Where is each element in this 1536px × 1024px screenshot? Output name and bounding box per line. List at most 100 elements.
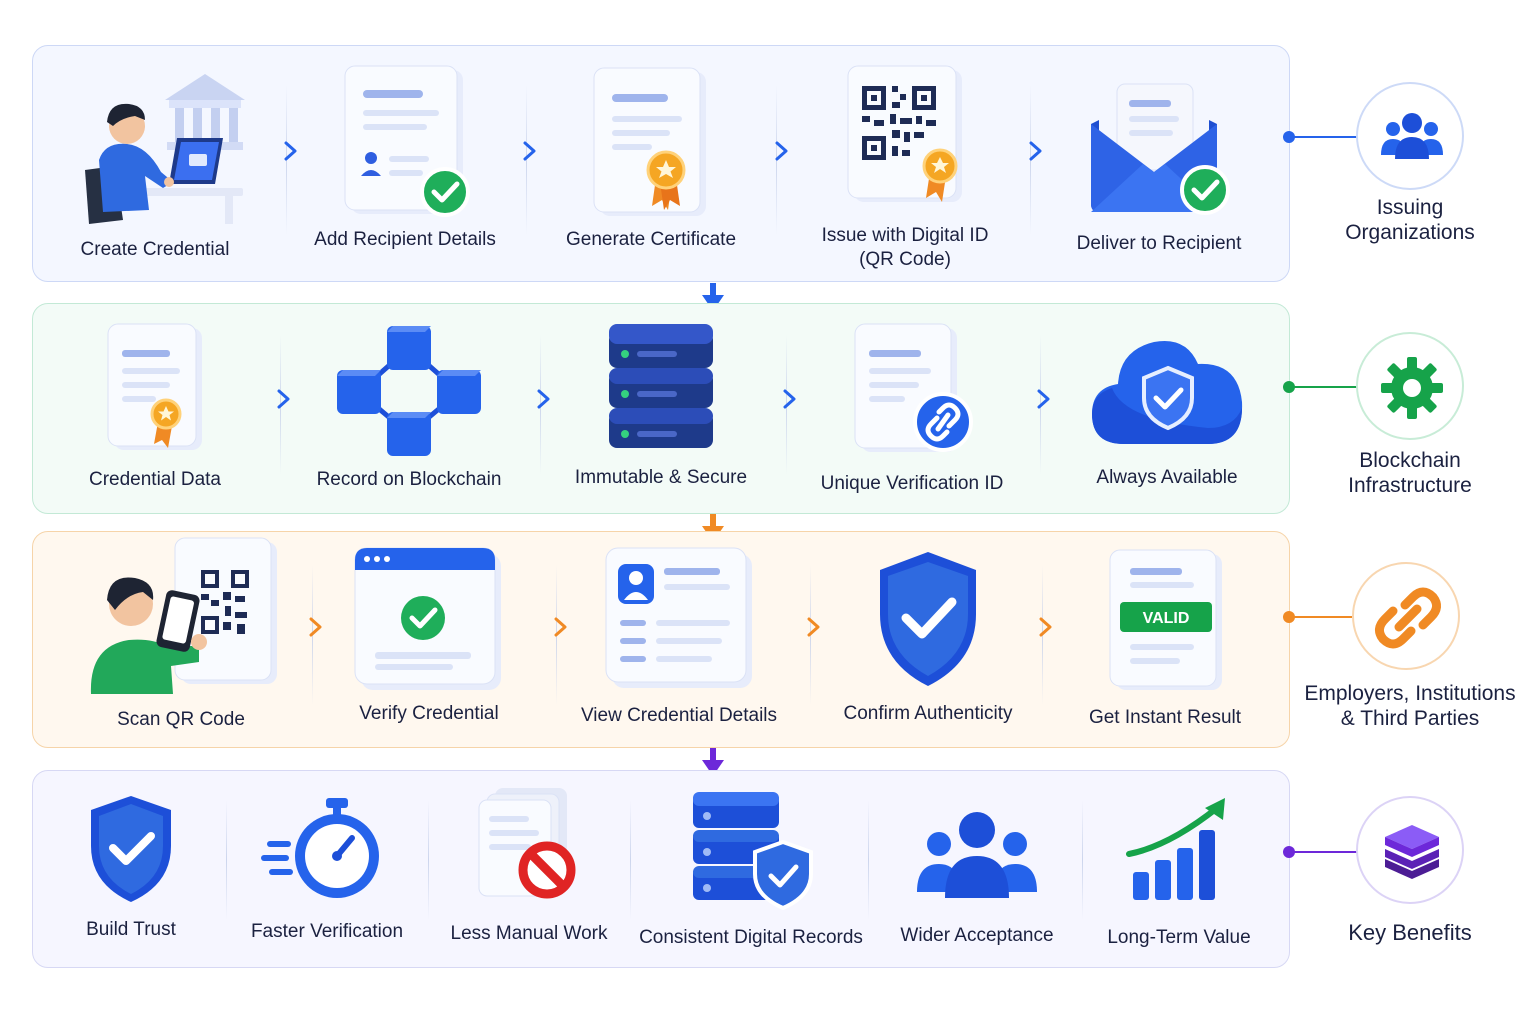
gear-icon [1381, 357, 1443, 419]
browser-check-icon [354, 547, 501, 690]
issuing-organizations-badge [1356, 82, 1464, 190]
connector-dot [1283, 131, 1295, 143]
benefit-label: Wider Acceptance [900, 925, 1054, 946]
valid-document-icon: VALID [1109, 549, 1222, 690]
benefits-row [32, 770, 1290, 968]
certificate-document-icon [107, 323, 202, 450]
step-issue-digital-id: Issue with Digital ID (QR Code) [790, 62, 1020, 272]
connector-line [1286, 136, 1358, 138]
benefit-build-trust: Build Trust [16, 792, 246, 942]
group-people-icon [1381, 113, 1443, 159]
step-label: Verify Credential [359, 703, 499, 724]
chevron-right-icon [284, 141, 297, 161]
divider [226, 800, 227, 920]
svg-text:VALID: VALID [1143, 610, 1190, 627]
benefit-label: Less Manual Work [450, 923, 608, 944]
key-benefits-badge [1356, 796, 1464, 904]
step-scan-qr-code: Scan QR Code [66, 534, 296, 732]
step-record-on-blockchain: Record on Blockchain [294, 322, 524, 492]
step-label: View Credential Details [580, 705, 778, 726]
chevron-right-icon [807, 617, 820, 637]
benefit-consistent-digital-records: Consistent Digital Records [636, 790, 866, 950]
chevron-right-icon [554, 617, 567, 637]
chevron-right-icon [1029, 141, 1042, 161]
chevron-right-icon [1037, 389, 1050, 409]
step-generate-certificate: Generate Certificate [536, 66, 766, 252]
arrow-down-icon [702, 748, 724, 776]
benefit-less-manual-work: Less Manual Work [414, 786, 644, 946]
benefit-label: Consistent Digital Records [639, 927, 863, 948]
side-label: Issuing Organizations [1345, 196, 1475, 244]
envelope-check-icon [1091, 83, 1230, 215]
step-label: Deliver to Recipient [1076, 233, 1242, 254]
chain-link-icon [1375, 587, 1441, 649]
blockchain-cubes-icon [337, 326, 481, 456]
step-label: Credential Data [88, 469, 222, 490]
step-label: Add Recipient Details [314, 229, 496, 250]
divider [1082, 800, 1083, 920]
step-get-instant-result: VALID Get Instant Result [1050, 546, 1280, 730]
chevron-right-icon [537, 389, 550, 409]
step-create-credential: Create Credential [40, 60, 270, 262]
divider [868, 800, 869, 920]
side-label: Employers, Institutions & Third Parties [1304, 682, 1516, 730]
benefit-label: Faster Verification [250, 921, 404, 942]
documents-prohibited-icon [478, 788, 576, 899]
step-immutable-secure: Immutable & Secure [546, 320, 776, 490]
person-phone-qr-icon [90, 537, 277, 694]
step-label: Record on Blockchain [316, 469, 502, 490]
divider [428, 800, 429, 920]
step-label: Issue with Digital ID (QR Code) [821, 225, 989, 270]
blockchain-infrastructure-badge [1356, 332, 1464, 440]
step-label: Create Credential [80, 239, 230, 260]
server-stack-icon [609, 324, 713, 448]
qr-code-seal-icon [847, 65, 962, 202]
growth-chart-icon [1126, 798, 1225, 900]
document-user-check-icon [344, 65, 470, 217]
connector-dot [1283, 381, 1295, 393]
step-label: Confirm Authenticity [843, 703, 1013, 724]
side-label: Blockchain Infrastructure [1348, 449, 1472, 497]
step-deliver-to-recipient: Deliver to Recipient [1044, 80, 1274, 256]
connector-dot [1283, 846, 1295, 858]
step-verify-credential: Verify Credential [314, 546, 544, 726]
layers-icon [1385, 825, 1439, 879]
shield-check-icon [91, 796, 171, 902]
employers-badge [1352, 562, 1460, 670]
step-always-available: Always Available [1052, 328, 1282, 490]
group-people-icon [917, 812, 1037, 898]
benefit-label: Long-Term Value [1107, 927, 1251, 948]
chevron-right-icon [277, 389, 290, 409]
benefit-long-term-value: Long-Term Value [1064, 794, 1294, 950]
step-add-recipient-details: Add Recipient Details [290, 64, 520, 252]
database-shield-icon [693, 792, 813, 911]
stopwatch-icon [261, 798, 379, 898]
person-laptop-bank-icon [85, 74, 245, 224]
cloud-shield-icon [1092, 340, 1243, 444]
step-label: Generate Certificate [565, 229, 737, 250]
step-label: Immutable & Secure [574, 467, 748, 488]
benefit-faster-verification: Faster Verification [212, 796, 442, 944]
benefit-wider-acceptance: Wider Acceptance [862, 806, 1092, 948]
chevron-right-icon [523, 141, 536, 161]
side-label: Key Benefits [1348, 920, 1472, 945]
step-view-credential-details: View Credential Details [564, 544, 794, 728]
step-confirm-authenticity: Confirm Authenticity [813, 548, 1043, 726]
chevron-right-icon [775, 141, 788, 161]
benefit-label: Build Trust [86, 919, 176, 940]
document-link-icon [854, 323, 973, 452]
chevron-right-icon [783, 389, 796, 409]
connector-line [1286, 616, 1352, 618]
connector-dot [1283, 611, 1295, 623]
certificate-ribbon-icon [593, 67, 706, 216]
divider [526, 85, 527, 235]
step-label: Get Instant Result [1088, 707, 1242, 728]
profile-card-icon [605, 547, 752, 688]
step-label: Scan QR Code [117, 709, 245, 730]
chevron-right-icon [309, 617, 322, 637]
step-label: Always Available [1096, 467, 1238, 488]
step-credential-data: Credential Data [40, 322, 270, 492]
shield-check-icon [880, 552, 976, 686]
divider [630, 800, 631, 920]
step-unique-verification-id: Unique Verification ID [797, 322, 1027, 496]
